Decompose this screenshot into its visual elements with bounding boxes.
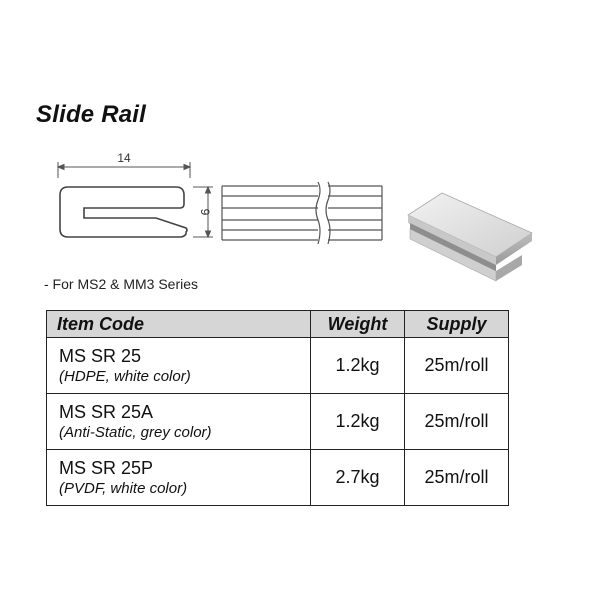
table-header-row: Item Code Weight Supply bbox=[46, 310, 509, 338]
table-row: MS SR 25P (PVDF, white color) 2.7kg 25m/… bbox=[46, 449, 509, 506]
item-description: (PVDF, white color) bbox=[59, 479, 188, 497]
supply-cell: 25m/roll bbox=[404, 337, 509, 394]
supply-header: Supply bbox=[404, 310, 509, 338]
item-code: MS SR 25A bbox=[59, 401, 154, 422]
item-code-header: Item Code bbox=[46, 310, 311, 338]
width-dimension-label: 14 bbox=[117, 151, 131, 165]
item-description: (Anti-Static, grey color) bbox=[59, 423, 212, 441]
item-cell: MS SR 25 (HDPE, white color) bbox=[46, 337, 311, 394]
item-cell: MS SR 25P (PVDF, white color) bbox=[46, 449, 311, 506]
slide-rail-3d-image bbox=[407, 192, 533, 282]
weight-cell: 1.2kg bbox=[310, 393, 405, 450]
item-description: (HDPE, white color) bbox=[59, 367, 191, 385]
specification-table: Item Code Weight Supply MS SR 25 (HDPE, … bbox=[46, 310, 509, 506]
item-code: MS SR 25P bbox=[59, 457, 154, 478]
weight-header: Weight bbox=[310, 310, 405, 338]
page-title: Slide Rail bbox=[36, 101, 147, 128]
item-code: MS SR 25 bbox=[59, 345, 142, 366]
side-view-drawing bbox=[221, 181, 383, 245]
supply-cell: 25m/roll bbox=[404, 449, 509, 506]
weight-cell: 2.7kg bbox=[310, 449, 405, 506]
table-row: MS SR 25A (Anti-Static, grey color) 1.2k… bbox=[46, 393, 509, 450]
series-note: - For MS2 & MM3 Series bbox=[44, 276, 199, 292]
item-cell: MS SR 25A (Anti-Static, grey color) bbox=[46, 393, 311, 450]
supply-cell: 25m/roll bbox=[404, 393, 509, 450]
weight-cell: 1.2kg bbox=[310, 337, 405, 394]
rail-profile-shape bbox=[59, 186, 188, 238]
profile-drawing: 14 9 bbox=[56, 151, 213, 239]
height-dimension-label: 9 bbox=[198, 209, 212, 216]
table-row: MS SR 25 (HDPE, white color) 1.2kg 25m/r… bbox=[46, 337, 509, 394]
